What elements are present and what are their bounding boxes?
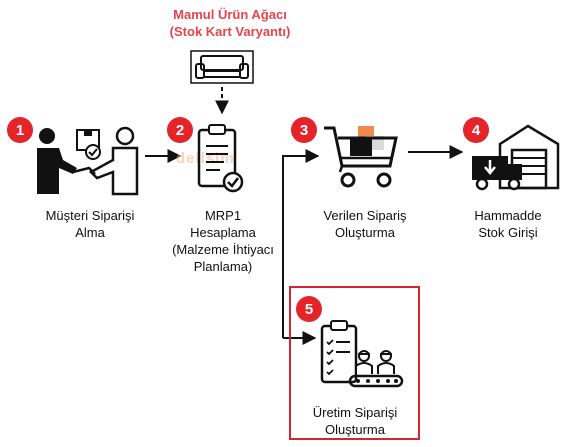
step-4-label: Hammadde Stok Girişi [458, 207, 558, 241]
step-4-badge: 4 [463, 117, 489, 143]
diagram-title: Mamul Ürün Ağacı (Stok Kart Varyantı) [150, 6, 310, 40]
step-3-label: Verilen Sipariş Oluşturma [305, 207, 425, 241]
step-1-line-1: Müşteri Siparişi [45, 208, 135, 223]
step-4-line-2: Stok Girişi [478, 225, 538, 240]
title-line-1: Mamul Ürün Ağacı [173, 7, 287, 22]
step-5-label: Üretim Siparişi Oluşturma [296, 404, 414, 438]
step-2-badge: 2 [167, 117, 193, 143]
step-1-line-2: Alma [75, 225, 105, 240]
step-2-line-4: Planlama) [193, 259, 253, 274]
sofa-icon [190, 50, 254, 84]
shopping-cart-icon [324, 126, 398, 188]
production-order-icon [320, 320, 404, 388]
warehouse-truck-icon [472, 124, 560, 191]
step-2-line-1: MRP1 [204, 208, 242, 223]
handshake-delivery-icon [37, 126, 139, 196]
step-5-line-2: Oluşturma [325, 422, 385, 437]
step-3-line-1: Verilen Sipariş [323, 208, 407, 223]
step-5-line-1: Üretim Siparişi [312, 405, 398, 420]
step-5-badge: 5 [296, 296, 322, 322]
step-1-badge: 1 [7, 117, 33, 143]
step-1-label: Müşteri Siparişi Alma [30, 207, 150, 241]
step-3-line-2: Oluşturma [335, 225, 395, 240]
step-2-line-3: (Malzeme İhtiyacı [172, 242, 274, 257]
step-2-line-2: Hesaplama [190, 225, 256, 240]
arrow-2-to-3 [282, 149, 320, 338]
title-line-2: (Stok Kart Varyantı) [169, 24, 291, 39]
step-2-label: MRP1 Hesaplama (Malzeme İhtiyacı Planlam… [158, 207, 288, 275]
clipboard-check-icon [197, 124, 244, 193]
step-4-line-1: Hammadde [474, 208, 542, 223]
highlight-box [289, 286, 420, 440]
step-3-badge: 3 [291, 117, 317, 143]
